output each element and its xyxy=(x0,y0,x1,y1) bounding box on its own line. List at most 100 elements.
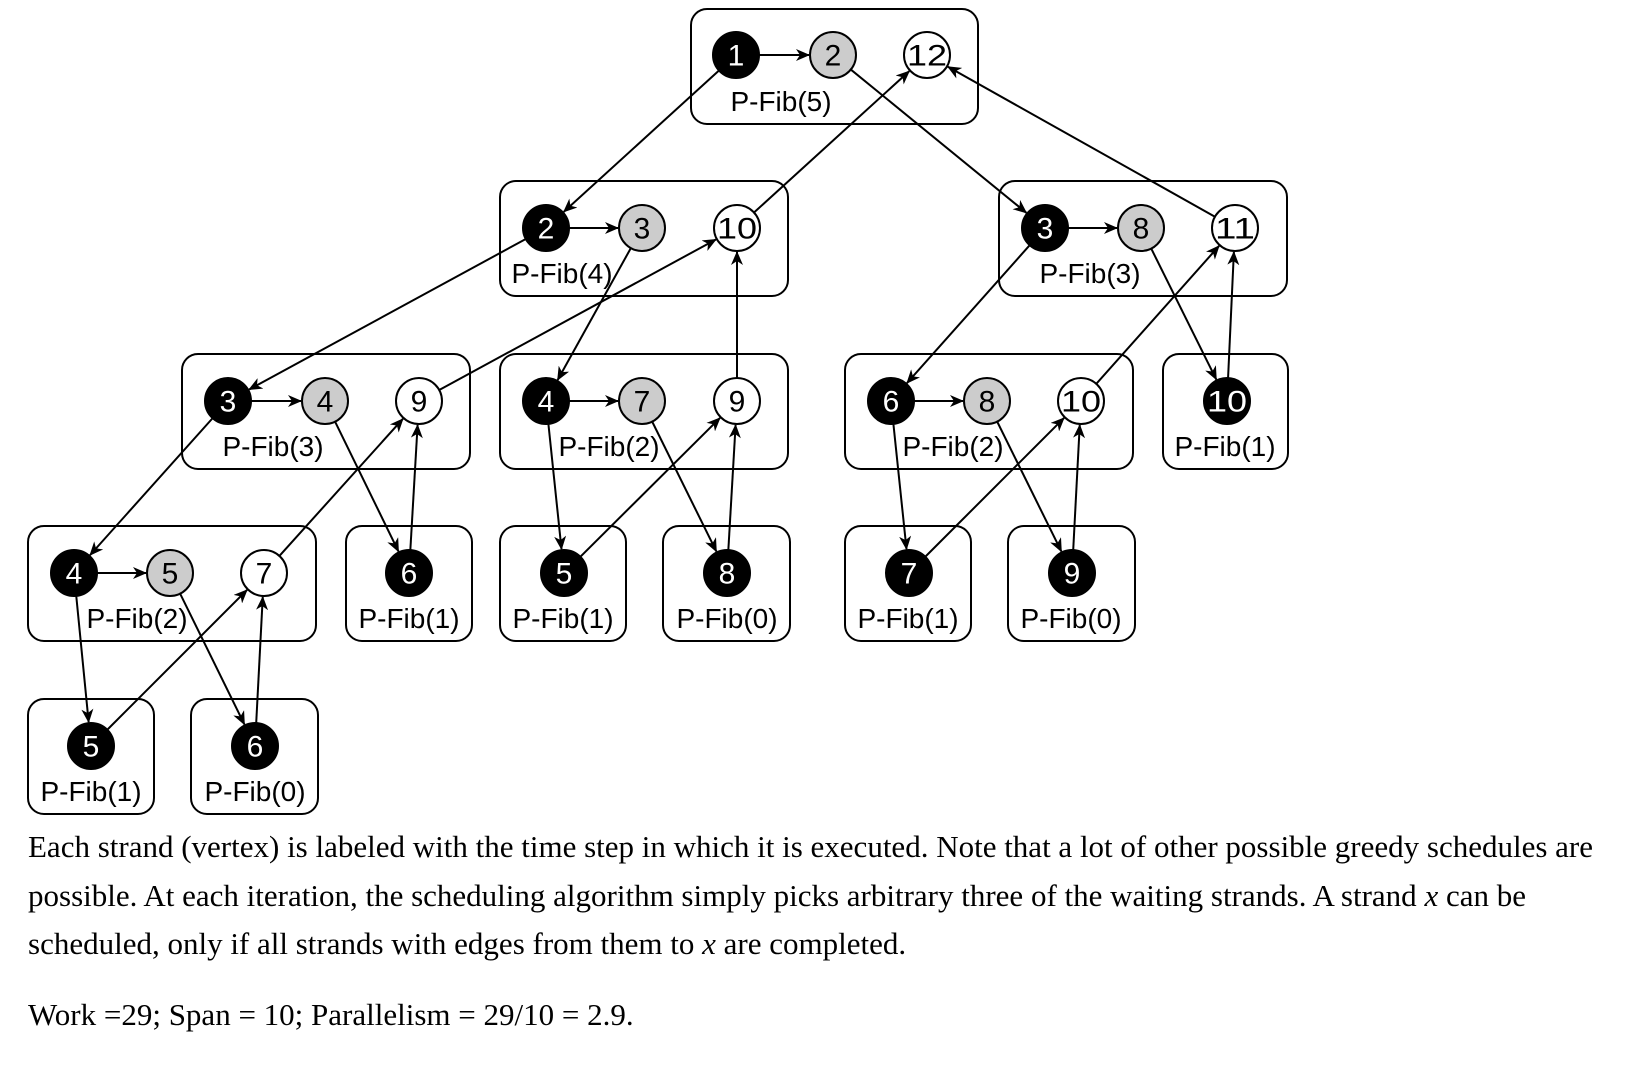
procedure-frame: P-Fib(2) xyxy=(499,353,789,470)
strand-time-label: 6 xyxy=(247,731,264,764)
strand-node-spawn: 7 xyxy=(885,549,933,597)
strand-time-label: 10 xyxy=(1207,386,1247,419)
strand-circle xyxy=(146,549,194,597)
strand-circle xyxy=(903,31,951,79)
strand-circle xyxy=(713,377,761,425)
strand-time-label: 11 xyxy=(1215,213,1255,246)
frame-label: P-Fib(3) xyxy=(1039,258,1140,289)
caption-text: are completed. xyxy=(715,926,907,961)
dependency-edge xyxy=(947,65,1216,218)
strand-time-label: 3 xyxy=(1037,213,1054,246)
frame-box xyxy=(1007,525,1136,642)
frame-label: P-Fib(1) xyxy=(857,603,958,634)
strand-node-sync: 9 xyxy=(713,377,761,425)
strand-node-spawn: 6 xyxy=(231,722,279,770)
frame-box xyxy=(844,353,1134,470)
strand-node-spawn: 2 xyxy=(522,204,570,252)
strand-circle xyxy=(885,549,933,597)
strand-circle xyxy=(1057,377,1105,425)
computation-dag: P-Fib(5) P-Fib(4) P-Fib(3) P-Fib(3) P-Fib(2)… xyxy=(27,8,1289,815)
strand-node-continuation: 5 xyxy=(146,549,194,597)
strand-node-continuation: 4 xyxy=(301,377,349,425)
procedure-frame: P-Fib(0) xyxy=(1007,525,1136,642)
strand-node-sync: 11 xyxy=(1211,204,1259,252)
procedure-frame: P-Fib(4) xyxy=(499,180,789,297)
strand-node-spawn: 1 xyxy=(712,31,760,79)
frame-label: P-Fib(2) xyxy=(86,603,187,634)
strand-node-continuation: 2 xyxy=(809,31,857,79)
frame-label: P-Fib(0) xyxy=(1020,603,1121,634)
frame-box xyxy=(998,180,1288,297)
strand-time-label: 5 xyxy=(162,558,179,591)
procedure-frame: P-Fib(0) xyxy=(190,698,319,815)
strand-time-label: 1 xyxy=(728,40,745,73)
strand-node-continuation: 8 xyxy=(963,377,1011,425)
dependency-edge xyxy=(547,423,567,551)
dependency-edge xyxy=(438,238,717,391)
procedure-frame: P-Fib(3) xyxy=(181,353,471,470)
frame-label: P-Fib(0) xyxy=(676,603,777,634)
strand-node-continuation: 3 xyxy=(618,204,666,252)
procedure-frame: P-Fib(0) xyxy=(662,525,791,642)
dependency-edge xyxy=(75,595,94,724)
frame-box xyxy=(690,8,979,125)
strand-time-label: 7 xyxy=(256,558,273,591)
dependency-edge xyxy=(892,423,912,551)
caption-text: can be scheduled, only if all strands wi… xyxy=(28,877,1526,962)
frame-box xyxy=(1162,353,1289,470)
dependency-edge xyxy=(651,421,718,553)
procedure-frame: P-Fib(5) xyxy=(690,8,979,125)
strand-circle xyxy=(963,377,1011,425)
strand-node-spawn: 6 xyxy=(385,549,433,597)
strand-node-spawn: 3 xyxy=(204,377,252,425)
dependency-edge xyxy=(753,70,910,214)
caption-paragraph: Each strand (vertex) is labeled with the… xyxy=(28,823,1628,969)
dependency-edge xyxy=(579,417,721,558)
frame-box xyxy=(499,180,789,297)
strand-circle xyxy=(712,31,760,79)
variable-x: x xyxy=(1424,877,1439,913)
frame-label: P-Fib(2) xyxy=(558,431,659,462)
frame-label: P-Fib(1) xyxy=(1174,431,1275,462)
strand-circle xyxy=(395,377,443,425)
strand-circle xyxy=(1211,204,1259,252)
dependency-edge xyxy=(1227,250,1240,379)
strand-node-spawn: 4 xyxy=(522,377,570,425)
strand-time-label: 3 xyxy=(220,386,237,419)
dependency-edge xyxy=(248,238,527,391)
strand-time-label: 3 xyxy=(634,213,651,246)
strand-node-sync: 12 xyxy=(903,31,951,79)
dependency-edge xyxy=(334,421,400,553)
strand-circle xyxy=(1021,204,1069,252)
procedure-frame: P-Fib(1) xyxy=(844,525,972,642)
frame-box xyxy=(345,525,473,642)
procedure-frame: P-Fib(2) xyxy=(844,353,1134,470)
caption-text: Each strand (vertex) is labeled with the… xyxy=(28,829,1594,913)
strand-node-spawn: 5 xyxy=(540,549,588,597)
strand-node-sync: 7 xyxy=(240,549,288,597)
strand-node-continuation: 8 xyxy=(1117,204,1165,252)
strand-node-sync: 10 xyxy=(1057,377,1105,425)
strand-time-label: 5 xyxy=(83,731,100,764)
frame-label: P-Fib(4) xyxy=(511,258,612,289)
frame-box xyxy=(181,353,471,470)
strand-node-continuation: 7 xyxy=(618,377,666,425)
strand-time-label: 8 xyxy=(1133,213,1150,246)
strand-time-label: 5 xyxy=(556,558,573,591)
strand-time-label: 2 xyxy=(538,213,555,246)
strand-circle xyxy=(618,377,666,425)
strand-time-label: 7 xyxy=(634,386,651,419)
strand-time-label: 10 xyxy=(1061,386,1101,419)
strand-circle xyxy=(67,722,115,770)
procedure-frame: P-Fib(1) xyxy=(27,698,155,815)
strand-time-label: 2 xyxy=(825,40,842,73)
procedure-frame: P-Fib(1) xyxy=(499,525,627,642)
frame-box xyxy=(499,353,789,470)
dependency-edge xyxy=(1072,423,1086,551)
strand-circle xyxy=(240,549,288,597)
strand-circle xyxy=(1048,549,1096,597)
strand-time-label: 9 xyxy=(729,386,746,419)
frame-label: P-Fib(1) xyxy=(40,776,141,807)
dependency-edge xyxy=(179,593,246,726)
strand-circle xyxy=(867,377,915,425)
